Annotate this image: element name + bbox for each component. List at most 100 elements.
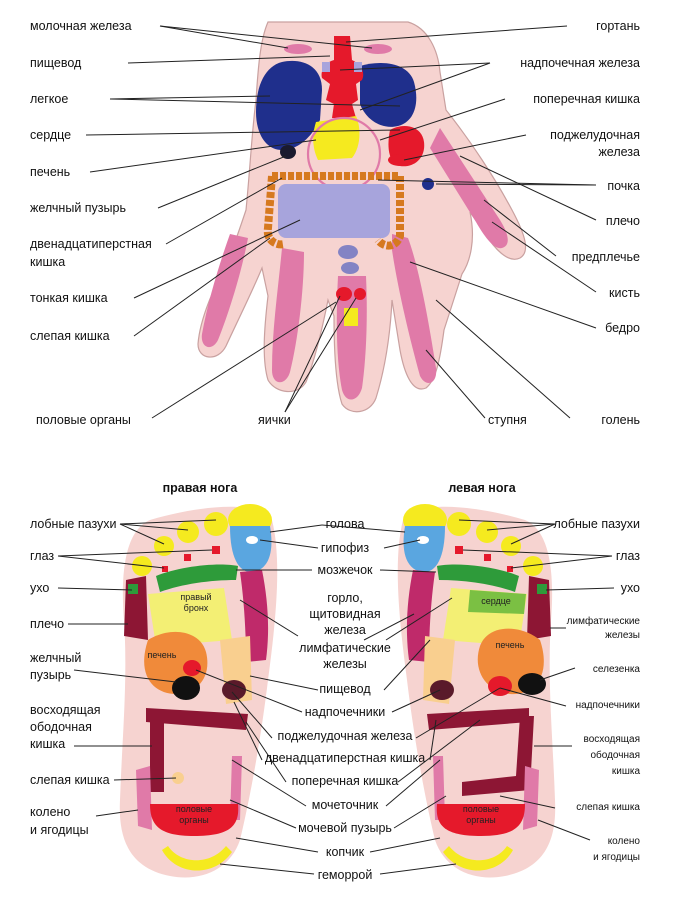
right-green-band [156,564,238,592]
organ-liver-l: печень [496,640,525,650]
right-pituitary [246,536,258,544]
label-r-sinuses: лобные пазухи [30,517,117,531]
label-r-knee-2: и ягодицы [30,823,89,837]
pancreas-red [388,154,412,166]
label-l-ear: ухо [621,581,640,595]
label-l-lymph-1: лимфатические [567,615,641,627]
right-toe-3 [177,521,199,543]
label-c-coccyx: копчик [326,845,365,859]
label-l-knee-1: колено [608,836,641,847]
feet-labels-right: лобные пазухи глаз ухо лимфатические жел… [553,517,640,863]
index-pink-strip [392,234,437,383]
label-heart: сердце [30,128,71,142]
larynx-esophagus [321,36,364,118]
label-l-eye: глаз [616,549,640,563]
label-r-knee-1: колено [30,805,70,819]
label-larynx: гортань [596,19,640,33]
feet-labels-left: лобные пазухи глаз ухо плечо желчный пуз… [30,517,117,837]
label-c-throat-2: щитовидная [309,607,380,621]
left-green-band [437,564,519,592]
genital-red-1 [336,287,352,301]
organ-right-bronchus-1: правый [180,592,211,602]
label-shoulder: плечо [606,214,640,228]
label-c-bladder: мочевой пузырь [298,821,392,835]
label-c-head: голова [326,517,365,531]
label-c-throat-3: железа [324,623,366,637]
label-testicles: яички [258,413,291,427]
label-genitals: половые органы [36,413,131,427]
lung-right [360,63,417,127]
label-foot: ступня [488,413,527,427]
label-l-adrenal: надпочечники [576,700,640,711]
label-l-spleen: селезенка [593,664,641,675]
organ-genitals-l-2: органы [466,815,496,825]
label-c-duodenum: двенадцатиперстная кишка [265,751,425,765]
label-l-cecum: слепая кишка [576,802,640,813]
right-genitals-red [150,804,239,836]
label-r-gallbladder-2: пузырь [30,668,71,682]
lung-left [256,60,322,151]
organ-right-bronchus-2: бронх [184,603,209,613]
label-lung: легкое [30,92,68,106]
thumb-pink-strip [430,128,508,249]
left-toe-3 [476,521,498,543]
left-kidney-dark [430,680,454,700]
label-r-ear: ухо [30,581,49,595]
gallbladder-dot [280,145,296,159]
label-r-ascending-2: ободочная [30,720,92,734]
left-foot [397,504,556,878]
label-c-throat-1: горло, [327,591,363,605]
left-toe-2 [447,512,471,536]
mammary-left [284,44,312,54]
organ-liver-r: печень [148,650,177,660]
left-knee-pink [523,766,539,830]
label-gallbladder: желчный пузырь [30,201,126,215]
feet-organ-text: правый бронх печень половые органы сердц… [148,592,525,825]
label-l-lymph-2: железы [605,630,640,641]
left-spleen-black [518,673,546,695]
organ-genitals-l-1: половые [463,804,499,814]
right-hemorrhoid-arc [162,846,232,871]
label-c-lymph-2: железы [323,657,367,671]
left-eye-spot-1 [455,546,463,554]
label-r-shoulder: плечо [30,617,64,631]
liver-yellow [313,116,360,160]
label-duodenum-1: двенадцатиперстная [30,237,152,251]
right-ascending-maroon [150,716,164,792]
label-r-gallbladder-1: желчный [30,651,81,665]
right-eye-spot-2 [184,554,191,561]
large-intestine [263,172,404,250]
label-c-hemorrhoids: геморрой [318,868,373,882]
label-c-adrenal: надпочечники [305,705,386,719]
label-pancreas-1: поджелудочная [550,128,640,142]
title-left-foot: левая нога [448,481,516,495]
label-adrenal: надпочечная железа [520,56,640,70]
label-mammary: молочная железа [30,19,132,33]
genital-lavender-2 [341,262,359,274]
left-pituitary [417,536,429,544]
label-small-intestine: тонкая кишка [30,291,108,305]
thyroid-right [354,62,362,72]
left-descending-maroon [462,716,534,796]
label-r-cecum: слепая кишка [30,773,110,787]
kidney-dot [422,178,434,190]
right-cecum-yellow [172,772,184,784]
hand-leader-lines [85,25,597,419]
right-ear-green [128,584,138,594]
label-esophagus: пищевод [30,56,82,70]
label-kidney: почка [607,179,640,193]
right-kidney-dark [222,680,246,700]
title-right-foot: правая нога [163,481,239,495]
genital-yellow [344,308,358,326]
label-l-sinuses: лобные пазухи [553,517,640,531]
small-intestine [278,184,390,238]
feet-leader-lines [57,519,615,875]
organ-heart-l: сердце [481,596,511,606]
middle-pink-strip [336,276,367,400]
right-lung-yellow [148,588,232,646]
mammary-right [364,44,392,54]
feet-labels-center: голова гипофиз мозжечок горло, щитовидна… [265,517,425,882]
label-cecum: слепая кишка [30,329,110,343]
label-r-ascending-3: кишка [30,737,65,751]
